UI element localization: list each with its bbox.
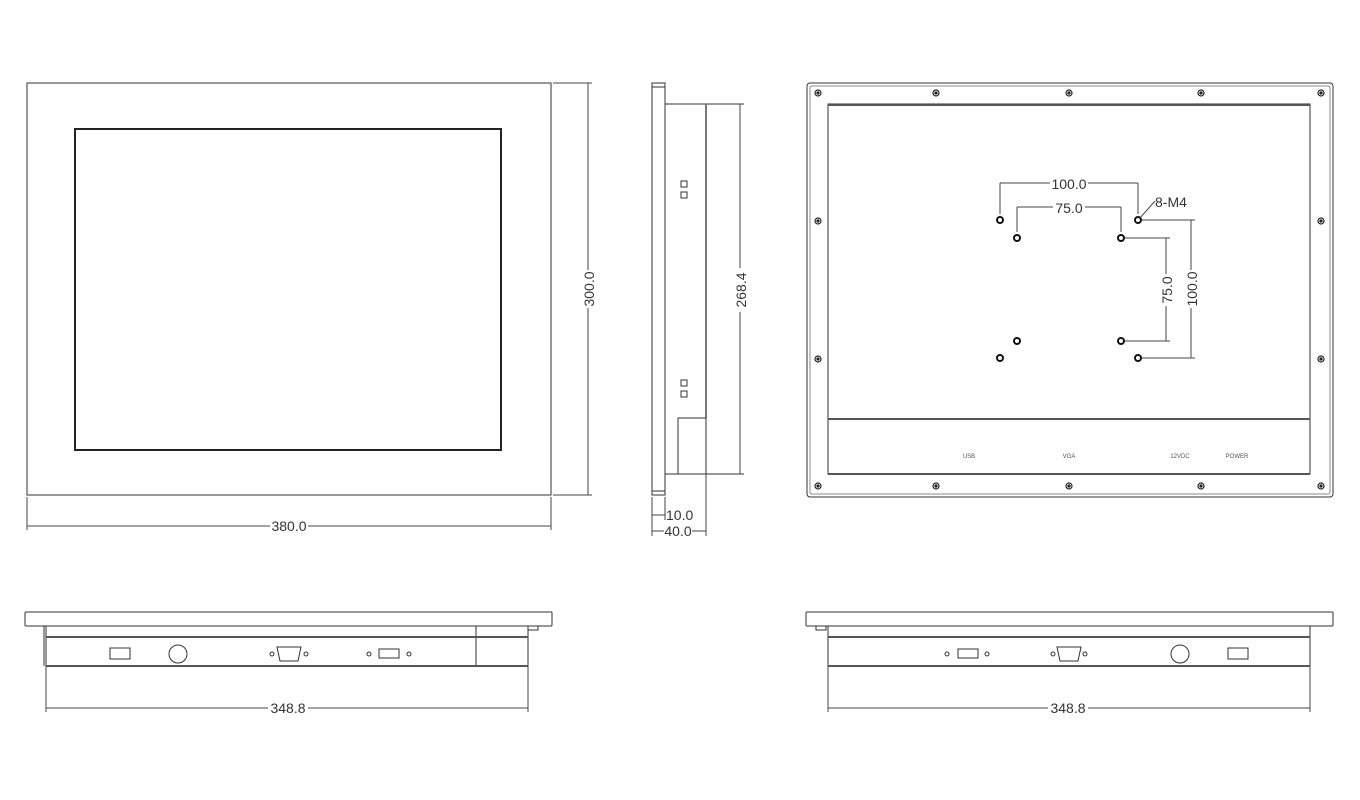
perimeter-screws xyxy=(814,89,1325,490)
front-view: 380.0 300.0 xyxy=(26,82,597,534)
port-power-button-icon xyxy=(1170,644,1190,664)
side-port-icon xyxy=(680,379,688,387)
bottom-view-right: 348.8 xyxy=(805,611,1334,716)
bottom-view-left: 348.8 xyxy=(24,611,553,716)
bottom-right-width-dimension: 348.8 xyxy=(1050,700,1085,716)
front-width-dimension: 380.0 xyxy=(271,518,306,534)
port-usb-icon xyxy=(1227,647,1249,660)
vesa-mount-holes xyxy=(996,216,1142,362)
port-vga-icon xyxy=(276,646,302,662)
side-bezel-dimension: 10.0 xyxy=(666,507,693,523)
vesa-outer-vertical-dimension: 100.0 xyxy=(1184,271,1200,306)
port-label-power: POWER xyxy=(1226,454,1249,460)
port-dc-icon xyxy=(957,648,979,659)
vesa-inner-horizontal-dimension: 75.0 xyxy=(1055,200,1082,216)
port-label-usb: USB xyxy=(963,454,975,460)
port-dc-icon xyxy=(378,648,400,659)
front-bezel-outline xyxy=(26,82,552,496)
port-label-12vdc: 12VDC xyxy=(1170,454,1190,460)
vesa-inner-vertical-dimension: 75.0 xyxy=(1159,276,1175,303)
port-label-vga: VGA xyxy=(1063,454,1076,460)
side-depth-dimension: 40.0 xyxy=(664,523,691,539)
port-usb-icon xyxy=(109,647,131,660)
vesa-outer-horizontal-dimension: 100.0 xyxy=(1051,176,1086,192)
side-view: 268.4 10.0 40.0 xyxy=(651,82,749,539)
side-height-dimension: 268.4 xyxy=(733,272,749,307)
front-screen-area xyxy=(74,128,502,451)
side-bezel xyxy=(651,82,666,496)
side-port-icon xyxy=(680,180,688,188)
port-vga-icon xyxy=(1056,646,1082,662)
port-power-button-icon xyxy=(168,644,188,664)
screw-callout: 8-M4 xyxy=(1155,194,1187,210)
front-height-dimension: 300.0 xyxy=(581,271,597,306)
rear-outline xyxy=(806,82,1334,498)
bottom-left-width-dimension: 348.8 xyxy=(270,700,305,716)
rear-view: 100.0 75.0 8-M4 75.0 100.0 USB VGA 12VDC… xyxy=(806,82,1334,498)
